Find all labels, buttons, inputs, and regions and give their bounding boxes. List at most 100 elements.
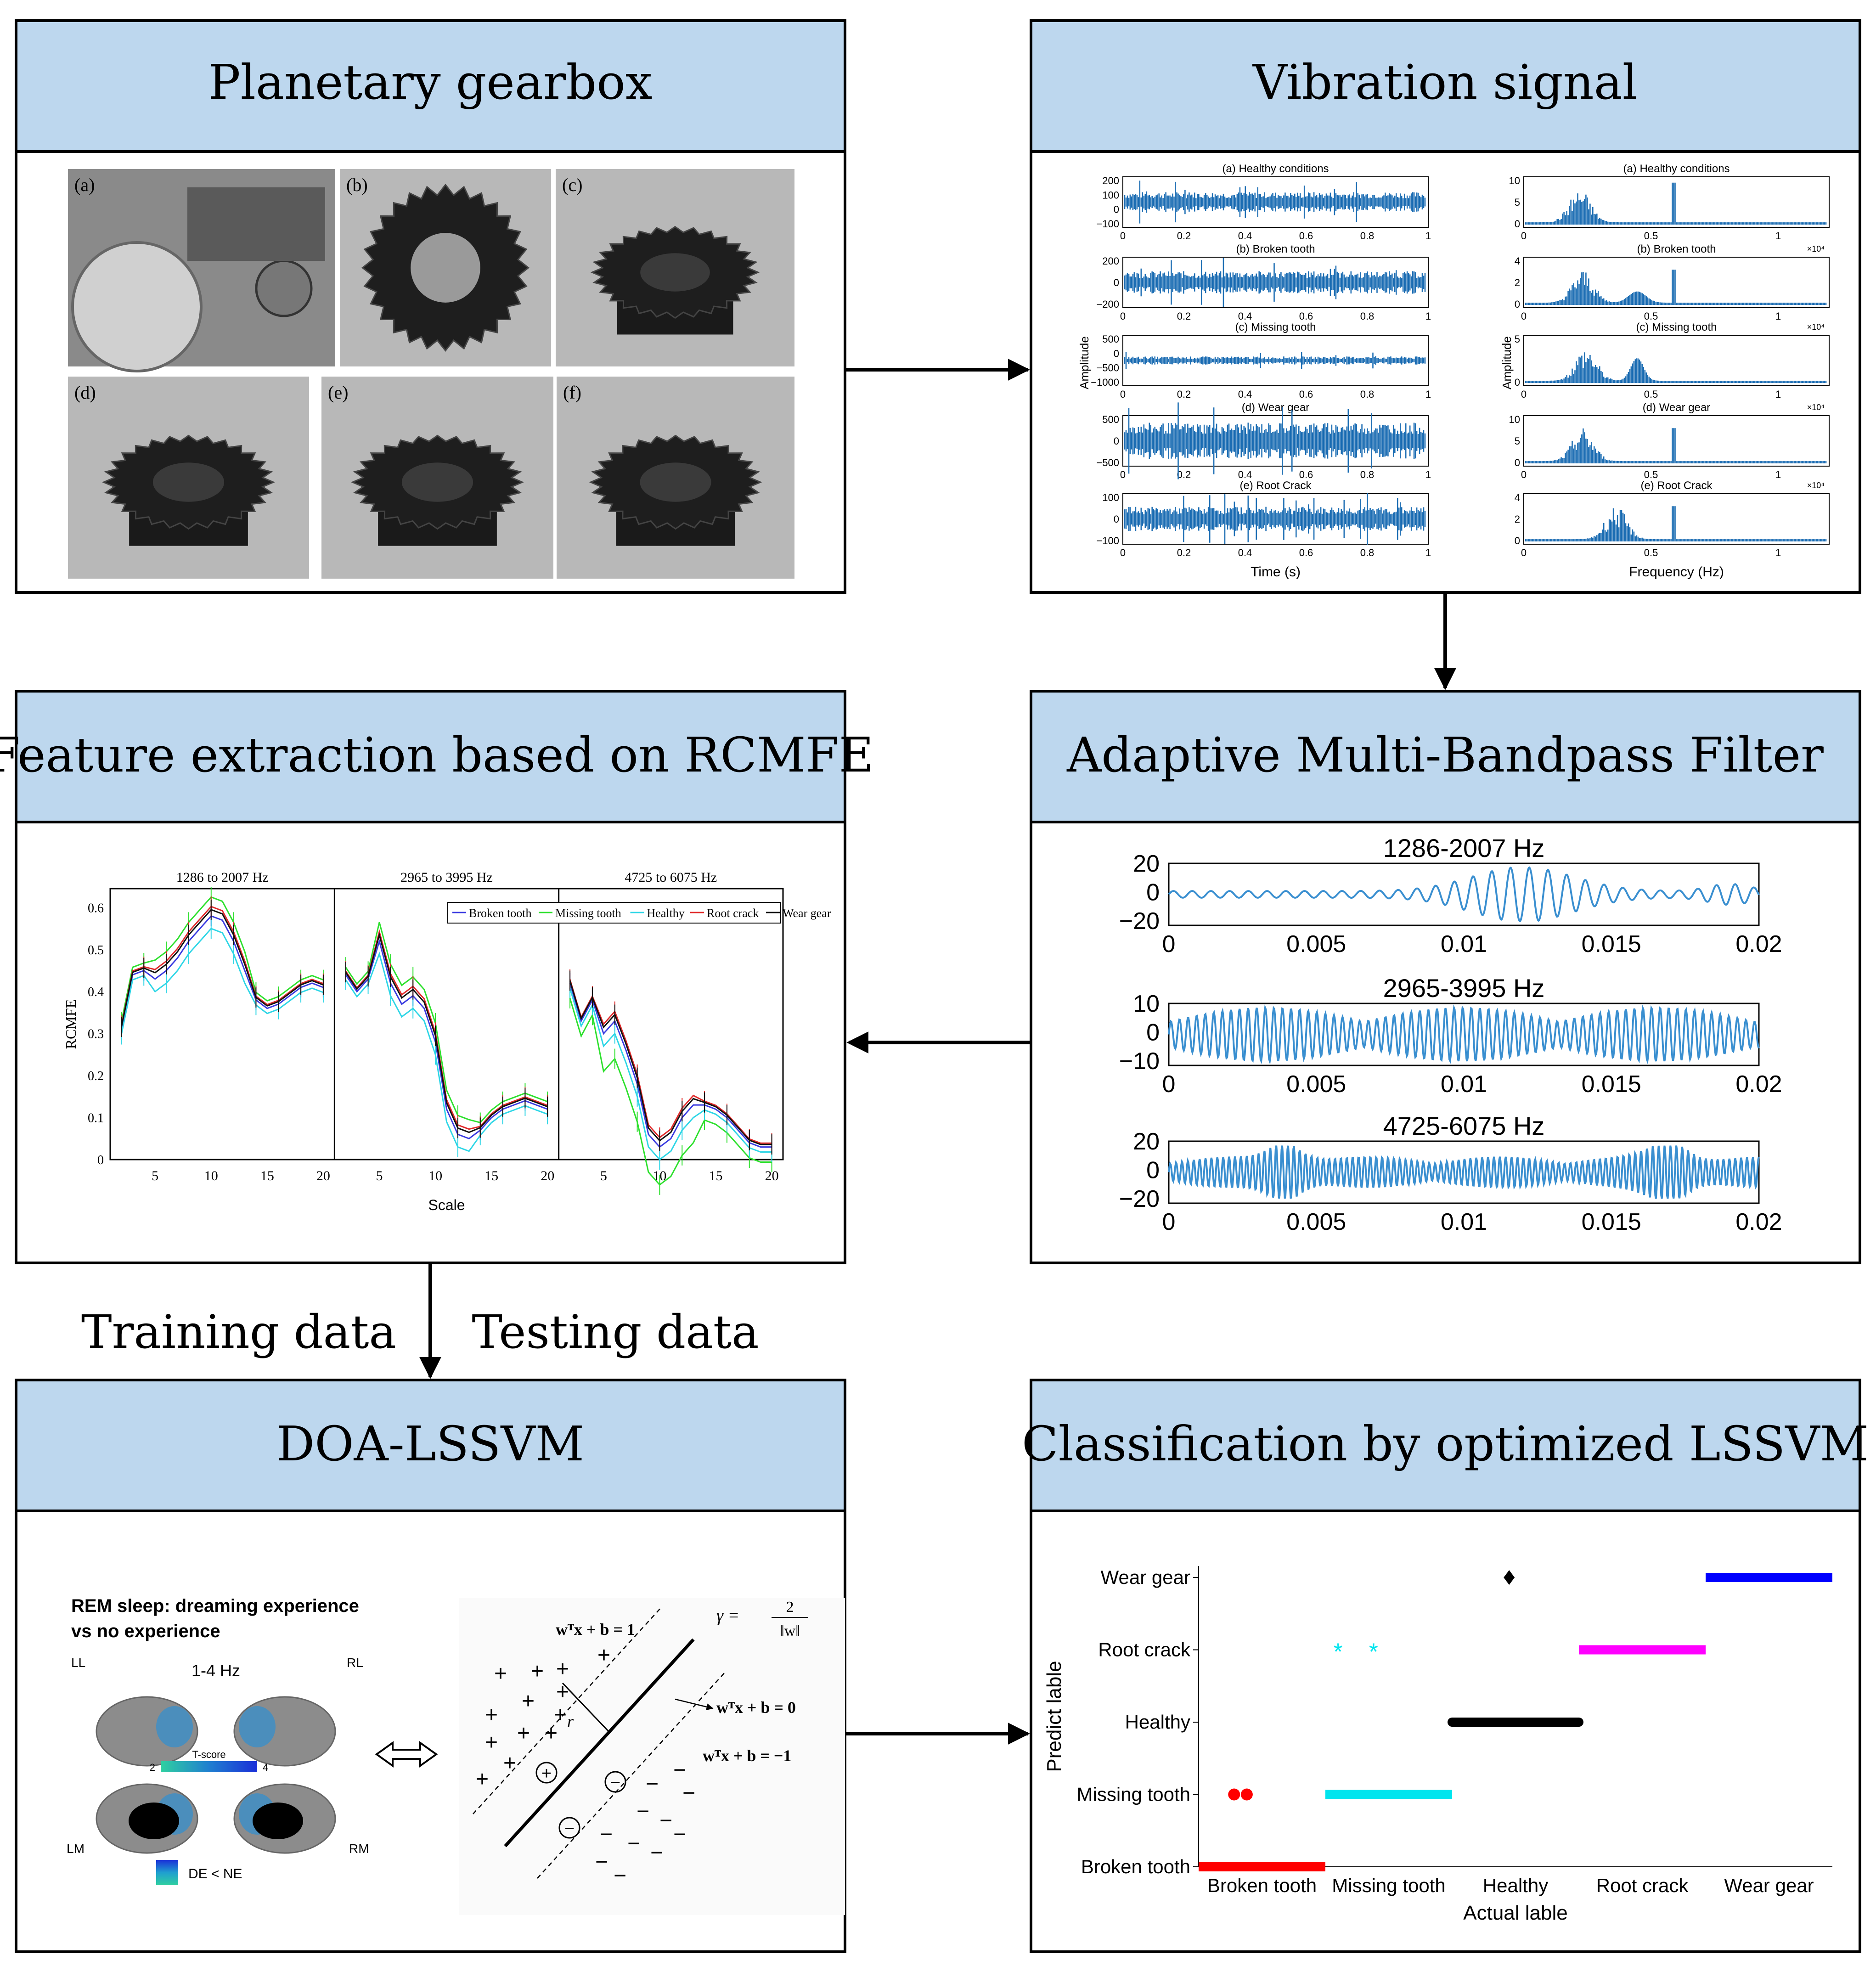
y-tick-label: 0.4	[88, 985, 104, 999]
minus-sample-icon: −	[646, 1772, 659, 1796]
margin-line-bottom	[537, 1671, 726, 1879]
gear-photo-5: (e)	[321, 377, 553, 579]
y-tick-label: −100	[1096, 218, 1119, 230]
svm-figure: +++++++++++++−−−−−−−−−−−+−−rγ =2‖w‖wᵀx +…	[459, 1598, 845, 1915]
plus-sample-icon: +	[485, 1730, 498, 1755]
x-tick-label: Wear gear	[1724, 1875, 1814, 1896]
band-title: 4725-6075 Hz	[1383, 1111, 1545, 1140]
y-tick-label: 0	[1515, 535, 1520, 546]
y-tick-label: 0	[1515, 377, 1520, 388]
x-tick-label: 1	[1425, 469, 1431, 480]
subplot-title: (e) Root Crack	[1640, 479, 1713, 492]
rcmfe-series-line	[569, 980, 772, 1145]
minus-sample-icon: −	[659, 1808, 672, 1833]
y-axis-label: RCMFE	[62, 999, 79, 1049]
y-tick-label: 4	[1515, 255, 1520, 267]
support-vector-sign: −	[610, 1773, 620, 1792]
flow-arrows	[419, 359, 1456, 1745]
x-tick-label: 15	[260, 1168, 274, 1183]
band-title: 2965-3995 Hz	[1383, 974, 1545, 1003]
y-tick-label: 500	[1102, 414, 1119, 425]
gear-bore	[640, 253, 710, 292]
legend-label: Healthy	[647, 907, 685, 920]
plus-sample-icon: +	[494, 1662, 507, 1686]
x-axis-label: Frequency (Hz)	[1629, 564, 1724, 580]
gear-photo-4: (d)	[68, 377, 309, 579]
plus-sample-icon: +	[476, 1767, 489, 1791]
rcmfe-series-line	[345, 922, 548, 1124]
x-tick-label: 0.8	[1360, 389, 1375, 400]
x-tick-label: 0.8	[1360, 310, 1375, 322]
bearing-icon	[255, 259, 313, 317]
y-tick-label: −20	[1119, 1186, 1160, 1212]
y-tick-label: 0	[1114, 435, 1119, 447]
signal-trace	[1124, 402, 1426, 479]
x-tick-label: 0.8	[1360, 469, 1375, 480]
signal-trace	[1525, 506, 1827, 541]
gear-photo-3: (c)	[556, 169, 794, 366]
distance-label: r	[567, 1712, 574, 1730]
subplot-title: 4725 to 6075 Hz	[625, 870, 717, 885]
x-tick-label: 0	[1521, 230, 1527, 242]
x-tick-label: 0.015	[1582, 931, 1641, 958]
y-tick-label: 5	[1515, 333, 1520, 345]
x-tick-label: 0.5	[1644, 547, 1658, 558]
y-tick-label: Missing tooth	[1077, 1784, 1190, 1805]
x-tick-label: 0.2	[1177, 230, 1191, 242]
x-tick-label: 0.2	[1177, 547, 1191, 558]
x-tick-label: 0	[1120, 389, 1126, 400]
support-vector-icon	[604, 1771, 626, 1793]
activation-patch	[156, 1706, 193, 1747]
medial-cutout	[253, 1803, 303, 1839]
training-data-label: Training data	[81, 1305, 396, 1359]
plus-sample-icon: +	[503, 1751, 516, 1775]
x-axis-label: Scale	[428, 1197, 465, 1213]
colorbar-max: 4	[263, 1762, 268, 1773]
x-tick-label: 0	[1120, 469, 1126, 480]
subplot-title: (e) Root Crack	[1239, 479, 1312, 492]
label-bg	[559, 173, 592, 197]
x-tick-label: 0.8	[1360, 547, 1375, 558]
y-tick-label: 0	[1114, 513, 1119, 525]
subplot-title: 1286 to 2007 Hz	[176, 870, 269, 885]
margin-line-top	[473, 1607, 662, 1814]
plus-sample-icon: +	[554, 1703, 567, 1727]
signal-trace	[1124, 258, 1426, 307]
filtered-signal-trace	[1168, 1145, 1760, 1199]
plus-sample-icon: +	[597, 1643, 610, 1667]
hemisphere-label: LL	[71, 1656, 85, 1670]
prediction-point: *	[1333, 1639, 1342, 1666]
panel-title-bar	[1030, 19, 1861, 153]
panel-vibration-signal: Vibration signal (a) Healthy conditions2…	[1030, 19, 1861, 594]
y-tick-label: 0.6	[88, 901, 104, 915]
x-tick-label: 0.4	[1238, 230, 1252, 242]
label-bg	[72, 173, 104, 197]
hyperplane-equation: wᵀx + b = 0	[716, 1698, 796, 1717]
x-tick-label: 1	[1775, 230, 1781, 242]
distance-line	[562, 1682, 609, 1732]
gear-bore	[411, 233, 480, 303]
shaft-icon	[71, 241, 203, 372]
de-ne-swatch	[156, 1860, 178, 1885]
de-ne-label: DE < NE	[188, 1866, 242, 1882]
label-bg	[560, 380, 592, 404]
y-tick-label: 20	[1133, 851, 1160, 877]
y-tick-label: 100	[1102, 189, 1119, 201]
prediction-point	[1228, 1788, 1240, 1801]
x-tick-label: 0.2	[1177, 469, 1191, 480]
x-axis-label: Actual lable	[1463, 1902, 1567, 1924]
x-tick-label: 0.02	[1735, 931, 1782, 958]
x-tick-label: 20	[316, 1168, 330, 1183]
band-frame	[1168, 862, 1760, 926]
x-tick-label: 0	[1162, 1209, 1176, 1235]
x-tick-label: Healthy	[1483, 1875, 1548, 1896]
